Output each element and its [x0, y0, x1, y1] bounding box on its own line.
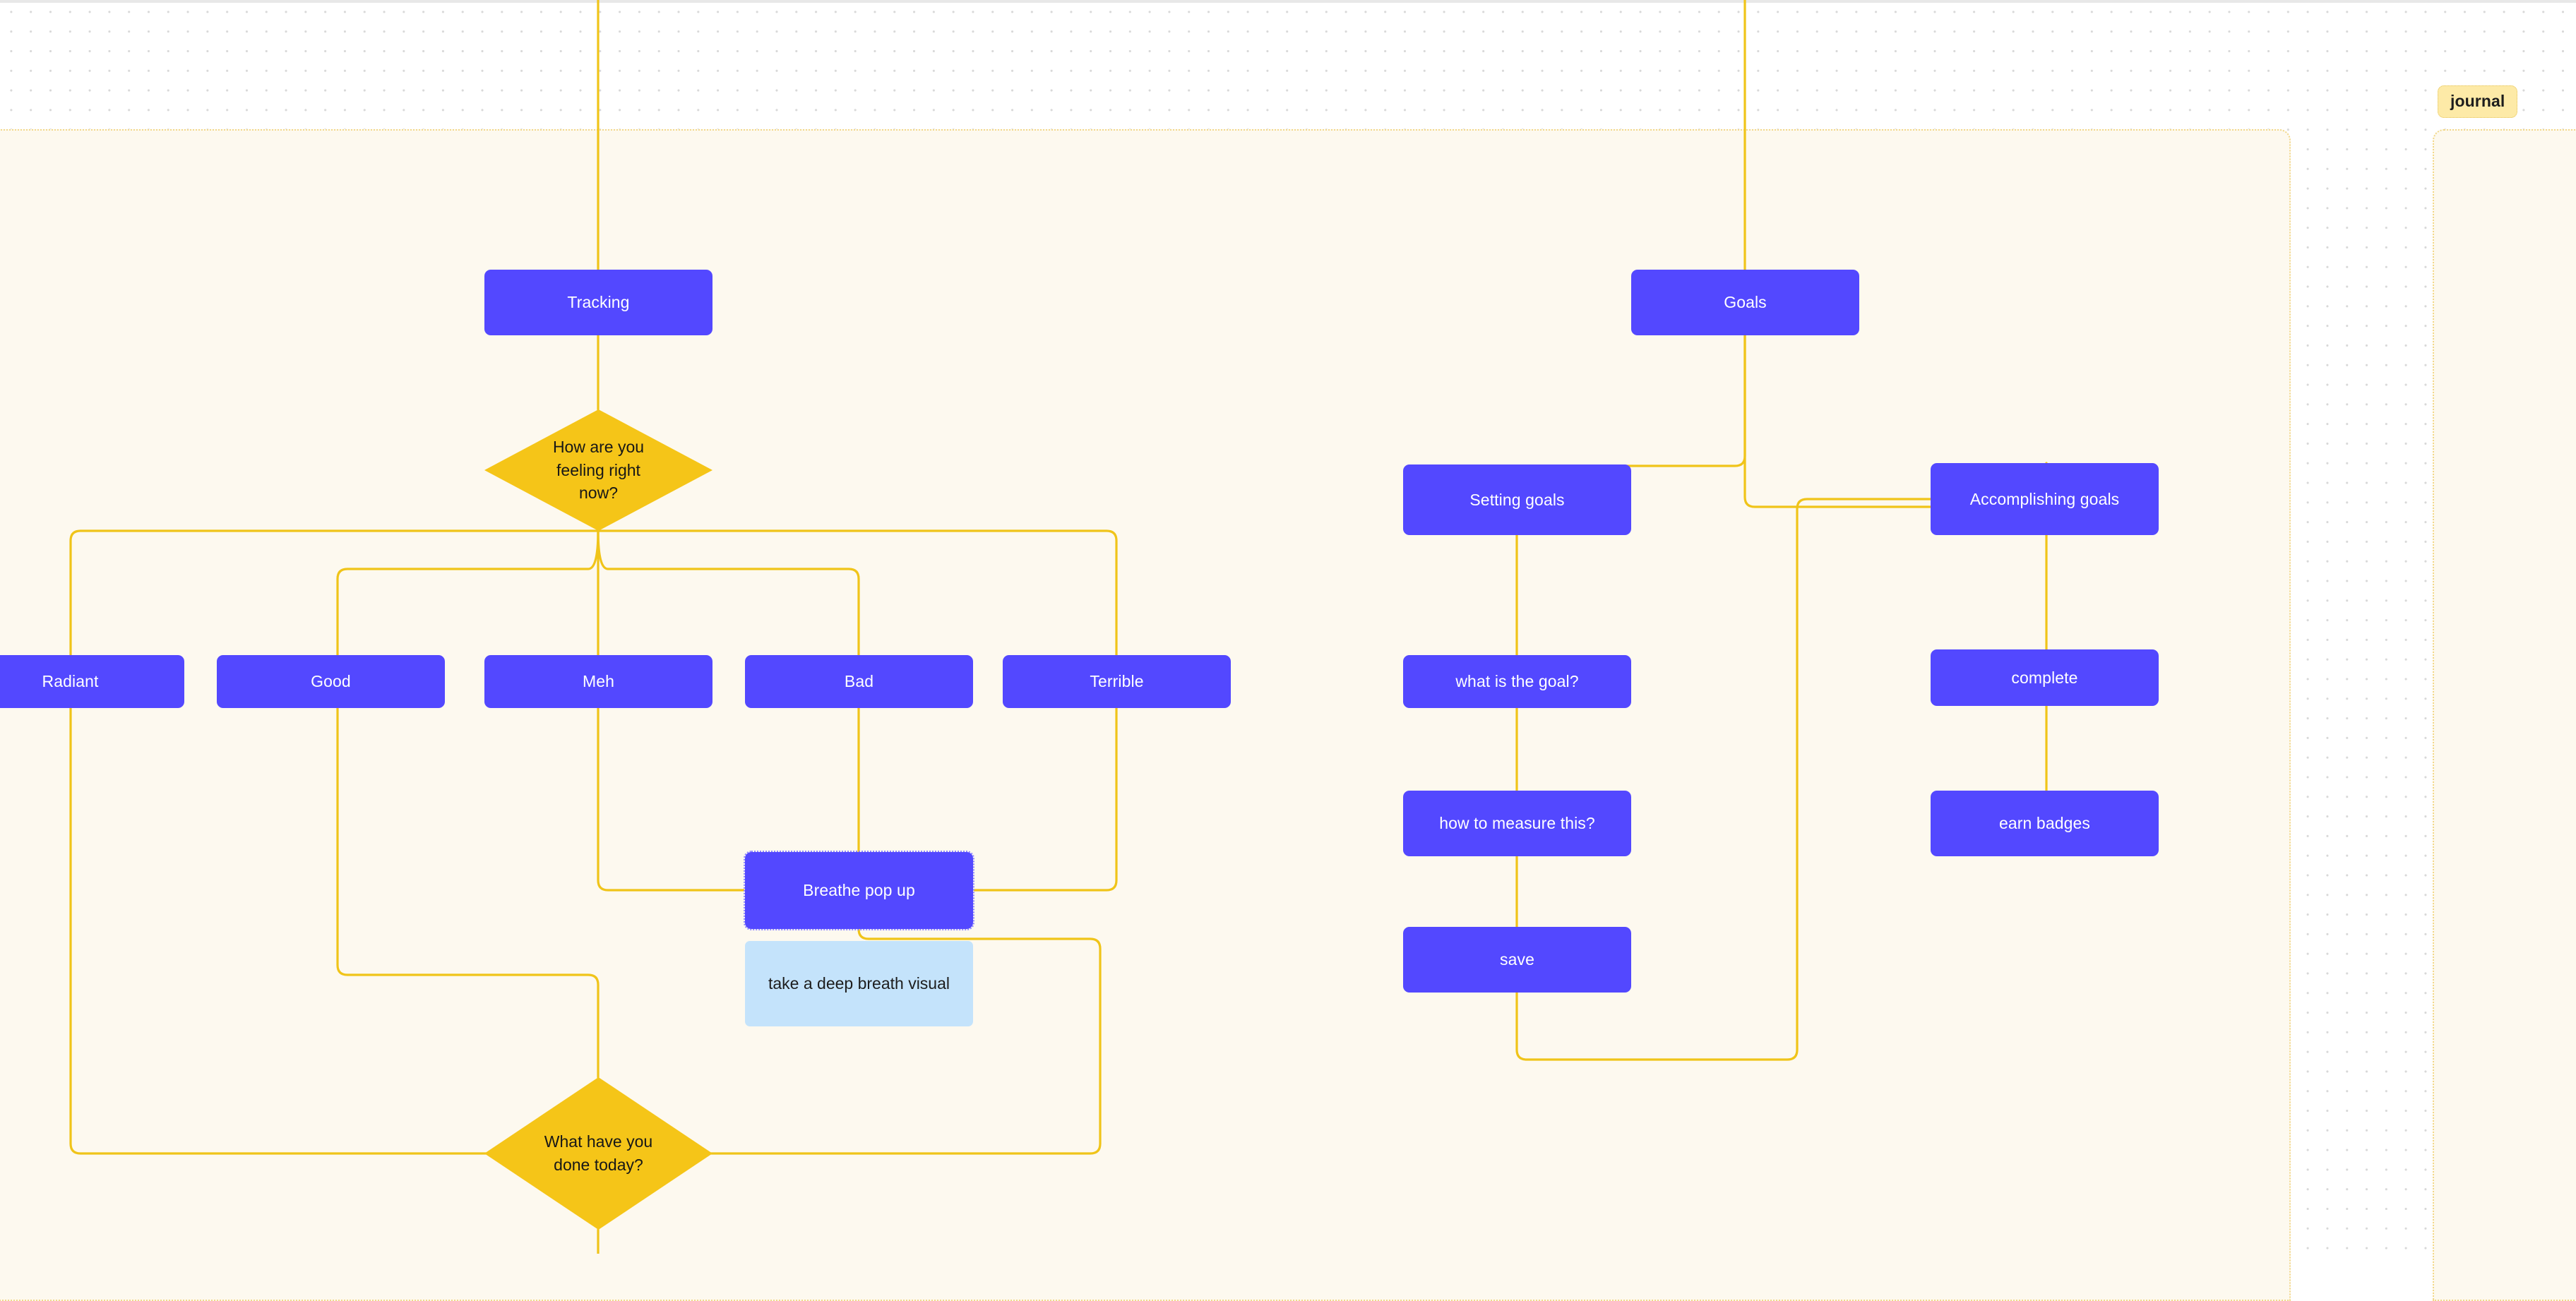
node-question-feeling[interactable]: How are you feeling right now? [484, 409, 712, 531]
node-how-to-measure[interactable]: how to measure this? [1403, 791, 1631, 856]
node-breathe-note-label: take a deep breath visual [768, 974, 950, 993]
node-mood-good-label: Good [311, 672, 351, 691]
question-line-1: How are you [552, 438, 645, 457]
node-mood-radiant[interactable]: Radiant [0, 655, 184, 708]
node-how-to-measure-label: how to measure this? [1439, 814, 1595, 833]
question-line-2: feeling right [556, 460, 640, 479]
node-breathe-note[interactable]: take a deep breath visual [745, 941, 973, 1026]
frame-journal[interactable] [2433, 129, 2576, 1301]
node-what-is-the-goal-label: what is the goal? [1455, 672, 1579, 691]
node-breathe-popup[interactable]: Breathe pop up [744, 851, 974, 930]
frame-journal-label[interactable]: journal [2438, 85, 2518, 118]
node-goals-label: Goals [1724, 293, 1767, 312]
node-mood-good[interactable]: Good [217, 655, 445, 708]
node-setting-goals-label: Setting goals [1469, 490, 1565, 509]
node-tracking-label: Tracking [567, 293, 630, 312]
node-mood-radiant-label: Radiant [42, 672, 99, 691]
node-tracking[interactable]: Tracking [484, 270, 712, 335]
node-breathe-popup-label: Breathe pop up [803, 881, 915, 900]
node-mood-bad[interactable]: Bad [745, 655, 973, 708]
node-save-label: save [1500, 950, 1534, 969]
frame-main[interactable] [0, 129, 2291, 1301]
question2-line-1: What have you [544, 1132, 653, 1151]
node-mood-meh-label: Meh [582, 672, 615, 691]
canvas-top-edge [0, 0, 2576, 3]
node-mood-bad-label: Bad [844, 672, 874, 691]
node-complete-label: complete [2011, 668, 2078, 687]
node-save[interactable]: save [1403, 927, 1631, 993]
node-earn-badges-label: earn badges [1999, 814, 2090, 833]
question-line-3: now? [579, 484, 618, 503]
node-accomplishing-goals-label: Accomplishing goals [1969, 489, 2120, 508]
node-goals[interactable]: Goals [1631, 270, 1859, 335]
node-question-feeling-label: How are you feeling right now? [544, 436, 652, 505]
node-setting-goals[interactable]: Setting goals [1403, 464, 1631, 535]
node-what-is-the-goal[interactable]: what is the goal? [1403, 655, 1631, 708]
question2-line-2: done today? [554, 1156, 643, 1174]
node-question-done-today[interactable]: What have you done today? [484, 1077, 712, 1230]
node-earn-badges[interactable]: earn badges [1931, 791, 2159, 856]
node-complete[interactable]: complete [1931, 649, 2159, 706]
node-mood-terrible[interactable]: Terrible [1003, 655, 1231, 708]
node-accomplishing-goals[interactable]: Accomplishing goals [1931, 463, 2159, 535]
node-mood-terrible-label: Terrible [1090, 672, 1144, 691]
node-question-done-today-label: What have you done today? [536, 1130, 661, 1176]
node-mood-meh[interactable]: Meh [484, 655, 712, 708]
